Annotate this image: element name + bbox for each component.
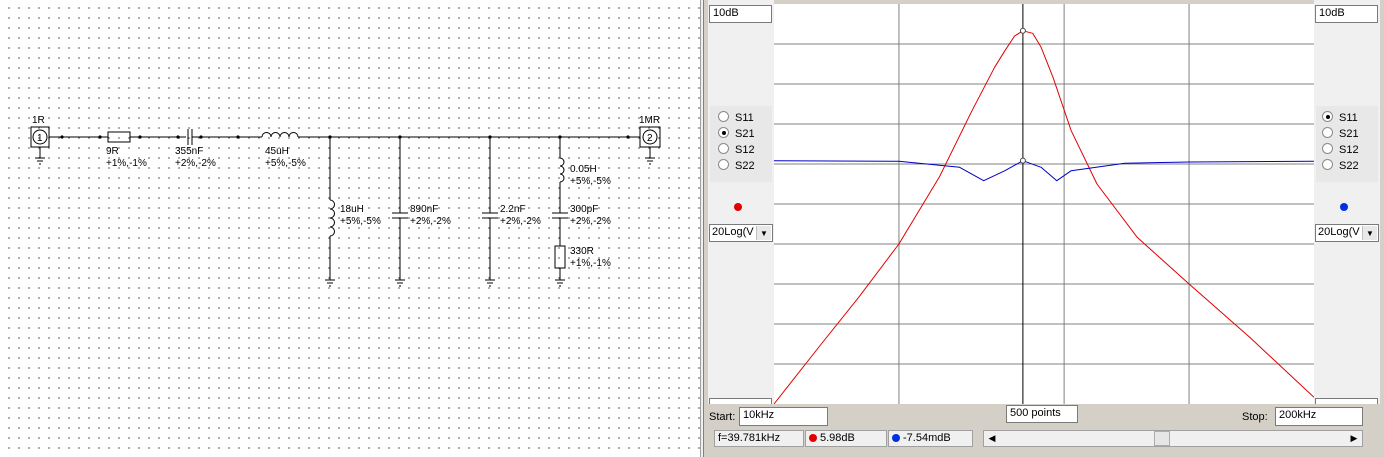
status-trace2: -7.54mdB bbox=[888, 430, 973, 447]
port-2-number: 2 bbox=[647, 133, 653, 144]
radio-selected-icon bbox=[1322, 111, 1333, 122]
scroll-right-icon[interactable]: ▶ bbox=[1346, 431, 1362, 446]
status-trace2-value: -7.54mdB bbox=[903, 432, 951, 444]
stop-frequency-input[interactable]: 200kHz bbox=[1275, 407, 1363, 426]
scroll-left-icon[interactable]: ◀ bbox=[984, 431, 1000, 446]
scroll-thumb[interactable] bbox=[1154, 431, 1170, 446]
l-branch-value: 0.05H bbox=[570, 164, 597, 175]
radio-icon bbox=[718, 143, 729, 154]
c-series-value: 355nF bbox=[175, 146, 203, 157]
chevron-down-icon: ▼ bbox=[756, 226, 771, 240]
red-dot-icon bbox=[809, 434, 817, 442]
port-2-symbol[interactable] bbox=[639, 126, 661, 165]
c-branch-value: 300pF bbox=[570, 204, 598, 215]
radio-selected-icon bbox=[718, 127, 729, 138]
status-trace1-value: 5.98dB bbox=[820, 432, 855, 444]
right-scale-field[interactable]: 10dB bbox=[1315, 5, 1378, 23]
l-shunt-tol: +5%,-5% bbox=[340, 216, 381, 227]
left-scale-field[interactable]: 10dB bbox=[709, 5, 772, 23]
left-bottom-scale-field[interactable] bbox=[709, 398, 772, 404]
capacitor-2-2nf-symbol[interactable] bbox=[482, 137, 498, 287]
radio-icon bbox=[1322, 127, 1333, 138]
radio-icon bbox=[1322, 159, 1333, 170]
right-axis-panel bbox=[1314, 0, 1380, 404]
c-shunt1-tol: +2%,-2% bbox=[410, 216, 451, 227]
points-input[interactable]: 500 points bbox=[1006, 405, 1078, 423]
chevron-down-icon: ▼ bbox=[1362, 226, 1377, 240]
radio-icon bbox=[718, 159, 729, 170]
branch-lcr-symbol[interactable] bbox=[552, 137, 568, 287]
start-frequency-input[interactable]: 10kHz bbox=[739, 407, 828, 426]
right-radio-s22[interactable]: S22 bbox=[1322, 159, 1359, 175]
status-frequency: f=39.781kHz bbox=[714, 430, 804, 447]
l-shunt-value: 18uH bbox=[340, 204, 364, 215]
l-series-value: 45uH bbox=[265, 146, 289, 157]
left-radio-s11[interactable]: S11 bbox=[718, 111, 754, 127]
cursor-marker-s21 bbox=[1019, 27, 1026, 34]
frequency-scrollbar[interactable]: ◀ ▶ bbox=[983, 430, 1363, 447]
right-radio-s12[interactable]: S12 bbox=[1322, 143, 1359, 159]
c-shunt1-value: 890nF bbox=[410, 204, 438, 215]
port-1-number: 1 bbox=[37, 133, 43, 144]
response-plot[interactable] bbox=[774, 4, 1314, 404]
l-series-tol: +5%,-5% bbox=[265, 158, 306, 169]
r-branch-value: 330R bbox=[570, 246, 594, 257]
capacitor-355nf-symbol[interactable] bbox=[187, 129, 193, 145]
c-shunt2-value: 2.2nF bbox=[500, 204, 526, 215]
right-bottom-scale-field[interactable] bbox=[1315, 398, 1378, 404]
trace-s11 bbox=[774, 160, 1314, 182]
right-radio-s21[interactable]: S21 bbox=[1322, 127, 1359, 143]
blue-dot-icon bbox=[892, 434, 900, 442]
left-axis-panel bbox=[708, 0, 774, 404]
inductor-45uh-symbol[interactable] bbox=[261, 132, 299, 138]
status-trace1: 5.98dB bbox=[805, 430, 887, 447]
plot-grid bbox=[774, 4, 1314, 404]
radio-icon bbox=[1322, 143, 1333, 154]
cursor-marker-s11 bbox=[1019, 157, 1026, 164]
r-branch-tol: +1%,-1% bbox=[570, 258, 611, 269]
right-mode-select[interactable]: 20Log(V)▼ bbox=[1315, 224, 1379, 242]
resistor-9r-symbol[interactable] bbox=[107, 131, 131, 143]
right-radio-s11[interactable]: S11 bbox=[1322, 111, 1358, 127]
c-branch-tol: +2%,-2% bbox=[570, 216, 611, 227]
left-marker-dot-icon bbox=[734, 203, 742, 211]
r-series-value: 9R bbox=[106, 146, 119, 157]
left-radio-s22[interactable]: S22 bbox=[718, 159, 755, 175]
left-mode-select[interactable]: 20Log(V)▼ bbox=[709, 224, 773, 242]
splitter[interactable] bbox=[700, 0, 704, 457]
port-1-label: 1R bbox=[32, 115, 45, 126]
plot-cursor bbox=[1019, 4, 1026, 404]
left-radio-s21[interactable]: S21 bbox=[718, 127, 755, 143]
inductor-18uh-symbol[interactable] bbox=[325, 137, 335, 287]
c-series-tol: +2%,-2% bbox=[175, 158, 216, 169]
stop-label: Stop: bbox=[1242, 411, 1268, 423]
schematic-canvas[interactable]: 1R 1 1MR 2 9R +1%,-1% 355nF +2%,-2% 45uH… bbox=[0, 0, 700, 457]
right-marker-dot-icon bbox=[1340, 203, 1348, 211]
left-radio-s12[interactable]: S12 bbox=[718, 143, 755, 159]
capacitor-890nf-symbol[interactable] bbox=[392, 137, 408, 287]
start-label: Start: bbox=[709, 411, 736, 423]
l-branch-tol: +5%,-5% bbox=[570, 176, 611, 187]
schematic-drawing: 1R 1 1MR 2 9R +1%,-1% 355nF +2%,-2% 45uH… bbox=[30, 115, 661, 287]
r-series-tol: +1%,-1% bbox=[106, 158, 147, 169]
radio-icon bbox=[718, 111, 729, 122]
analyzer-panel: 10dB S11 S21 S12 S22 20Log(V)▼ 10dB S11 … bbox=[704, 0, 1384, 457]
c-shunt2-tol: +2%,-2% bbox=[500, 216, 541, 227]
port-2-label: 1MR bbox=[639, 115, 660, 126]
